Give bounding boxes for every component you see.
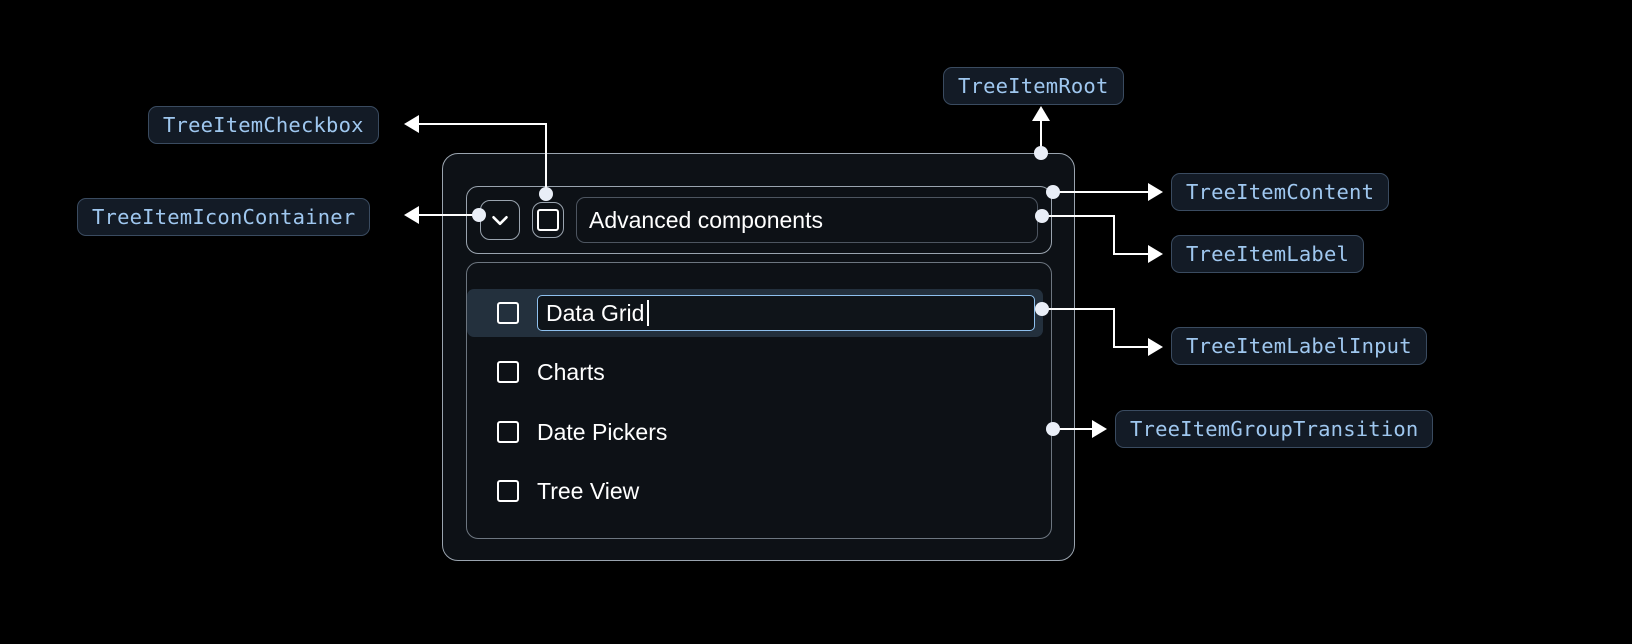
tree-item-checkbox[interactable] [497,302,519,324]
tree-item-checkbox[interactable] [532,202,564,238]
connector-dot-icon-container [472,208,486,222]
connector-dot-group-transition [1046,422,1060,436]
tree-item-checkbox[interactable] [497,480,519,502]
connector-arrow-icon-container [404,206,419,224]
connector-line-checkbox-h [419,123,547,125]
annotation-chip-tree-item-content: TreeItemContent [1171,173,1390,211]
list-item[interactable]: Charts [497,348,1043,396]
connector-line-input-h1 [1041,308,1115,310]
tree-item-icon-container[interactable] [480,200,520,240]
annotation-chip-tree-item-label-input: TreeItemLabelInput [1171,327,1427,365]
connector-line-label-v [1113,215,1115,255]
list-item[interactable]: Data Grid [467,289,1043,337]
label-input-value: Data Grid [546,299,645,326]
tree-item-checkbox[interactable] [497,421,519,443]
annotation-chip-tree-item-label: TreeItemLabel [1171,235,1365,273]
tree-item-label-text: Advanced components [589,206,823,233]
list-item[interactable]: Date Pickers [497,408,1043,456]
tree-item-label[interactable]: Tree View [537,477,640,504]
tree-item-label-input[interactable]: Data Grid [537,295,1035,331]
text-caret [647,300,650,326]
connector-arrow-checkbox [404,115,419,133]
connector-arrow-label [1148,245,1163,263]
connector-line-content [1053,191,1151,193]
annotation-chip-tree-item-checkbox: TreeItemCheckbox [148,106,379,144]
connector-line-label-h1 [1041,215,1115,217]
connector-dot-content [1046,185,1060,199]
annotation-chip-tree-item-icon-container: TreeItemIconContainer [77,198,371,236]
annotation-chip-tree-item-root: TreeItemRoot [943,67,1124,105]
connector-line-label-h2 [1113,253,1151,255]
connector-line-root [1040,112,1042,152]
tree-item-checkbox[interactable] [497,361,519,383]
list-item[interactable]: Tree View [497,467,1043,515]
connector-dot-label [1035,209,1049,223]
connector-line-input-h2 [1113,346,1151,348]
connector-arrow-group-transition [1092,420,1107,438]
checkbox-box-icon [537,209,559,231]
connector-dot-root [1034,146,1048,160]
connector-line-input-v [1113,308,1115,348]
tree-item-group-transition: Data Grid Charts Date Pickers Tree View [466,262,1052,539]
connector-dot-label-input [1035,302,1049,316]
tree-item-root[interactable]: Advanced components Data Grid Charts Dat… [442,153,1075,561]
annotation-chip-tree-item-group-transition: TreeItemGroupTransition [1115,410,1434,448]
connector-arrow-root [1032,106,1050,121]
connector-dot-checkbox [539,187,553,201]
tree-item-label[interactable]: Advanced components [576,197,1038,243]
tree-item-content[interactable]: Advanced components [466,186,1052,254]
tree-item-label[interactable]: Date Pickers [537,418,668,445]
tree-item-label[interactable]: Charts [537,358,605,385]
connector-arrow-content [1148,183,1163,201]
chevron-down-icon [487,207,513,233]
connector-arrow-label-input [1148,338,1163,356]
connector-line-checkbox-v [545,123,547,193]
connector-line-group-transition [1053,428,1095,430]
connector-line-icon-container [419,214,479,216]
